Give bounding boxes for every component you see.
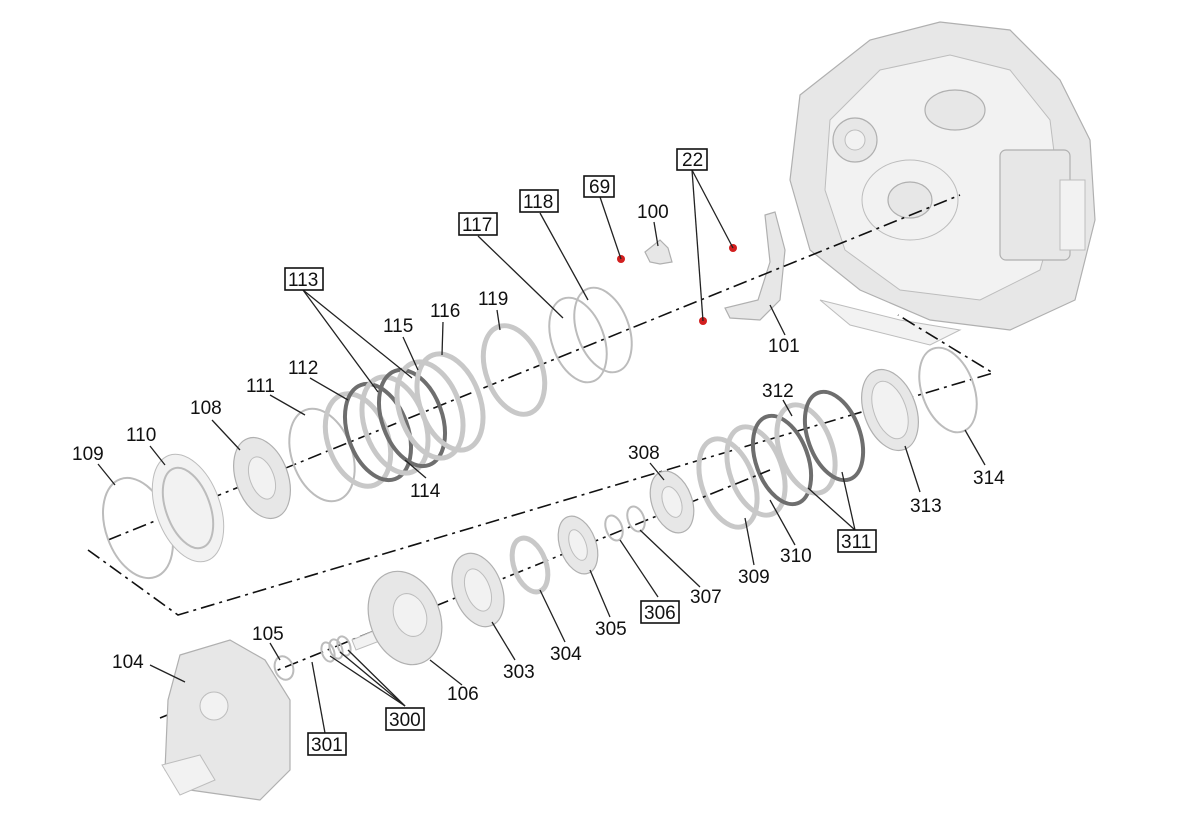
upper-ring-group bbox=[102, 286, 633, 580]
label-100: 100 bbox=[637, 202, 669, 223]
upper-axis bbox=[107, 194, 961, 541]
label-304: 304 bbox=[550, 644, 582, 665]
label-111: 111 bbox=[246, 376, 275, 397]
svg-text:22: 22 bbox=[682, 150, 703, 171]
boxed-label-113: 113 bbox=[284, 267, 324, 291]
label-106: 106 bbox=[447, 684, 479, 705]
boxed-label-306: 306 bbox=[640, 600, 680, 624]
svg-text:117: 117 bbox=[462, 215, 492, 236]
label-314: 314 bbox=[973, 468, 1005, 489]
svg-text:311: 311 bbox=[841, 532, 871, 553]
bracket-100 bbox=[644, 239, 673, 265]
part-labels: 100 101 104 105 106 108 109 110 111 112 … bbox=[72, 202, 1005, 705]
svg-text:306: 306 bbox=[644, 603, 676, 624]
leader-lines bbox=[97, 169, 986, 734]
label-101: 101 bbox=[768, 336, 800, 357]
bracket-101 bbox=[724, 211, 786, 321]
svg-text:69: 69 bbox=[589, 177, 610, 198]
lower-right-ring-group bbox=[696, 346, 978, 530]
label-105: 105 bbox=[252, 624, 284, 645]
boxed-label-69: 69 bbox=[583, 175, 615, 198]
boxed-label-118: 118 bbox=[519, 189, 559, 213]
boxed-labels: 22 69 113 117 118 300 301 306 bbox=[284, 148, 877, 756]
label-303: 303 bbox=[503, 662, 535, 683]
boxed-label-22: 22 bbox=[676, 148, 708, 171]
transmission-case bbox=[789, 21, 1096, 346]
label-115: 115 bbox=[383, 316, 413, 337]
label-308: 308 bbox=[628, 443, 660, 464]
boxed-label-117: 117 bbox=[458, 212, 498, 236]
svg-text:300: 300 bbox=[389, 710, 421, 731]
label-312: 312 bbox=[762, 381, 794, 402]
label-109: 109 bbox=[72, 444, 104, 465]
label-104: 104 bbox=[112, 652, 144, 673]
svg-text:118: 118 bbox=[523, 192, 553, 213]
label-116: 116 bbox=[430, 301, 460, 322]
label-305: 305 bbox=[595, 619, 627, 640]
label-313: 313 bbox=[910, 496, 942, 517]
svg-text:113: 113 bbox=[288, 270, 318, 291]
label-309: 309 bbox=[738, 567, 770, 588]
label-307: 307 bbox=[690, 587, 722, 608]
label-119: 119 bbox=[478, 289, 508, 310]
label-110: 110 bbox=[126, 425, 156, 446]
group-boundary bbox=[87, 314, 995, 616]
label-108: 108 bbox=[190, 398, 222, 419]
boxed-label-300: 300 bbox=[385, 707, 425, 731]
label-310: 310 bbox=[780, 546, 812, 567]
label-114: 114 bbox=[410, 481, 441, 502]
lower-part-group bbox=[161, 470, 695, 801]
label-112: 112 bbox=[288, 358, 318, 379]
boxed-label-301: 301 bbox=[307, 732, 347, 756]
boxed-label-311: 311 bbox=[837, 529, 877, 553]
svg-text:301: 301 bbox=[311, 735, 343, 756]
